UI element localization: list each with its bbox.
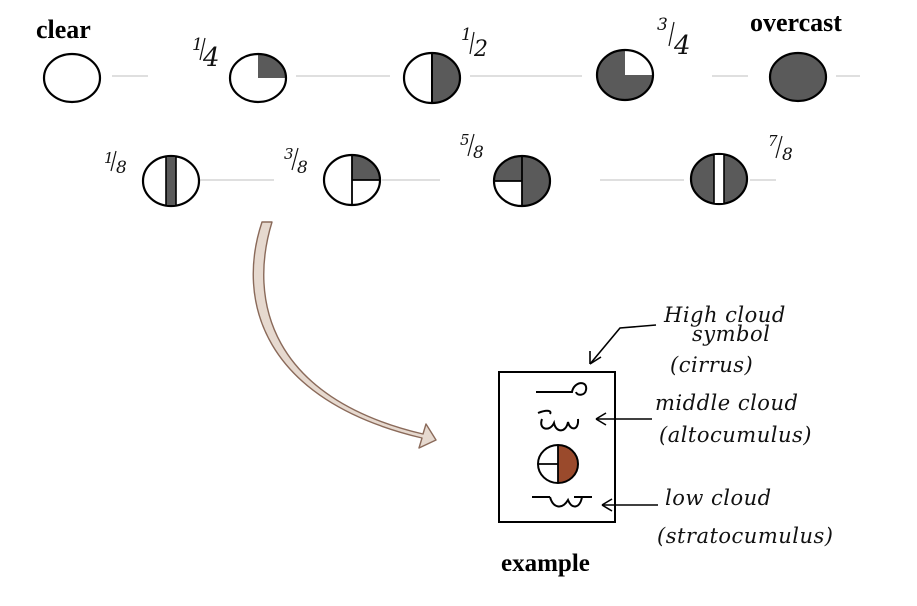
cover-fill [522,156,550,206]
annotation-text: High cloud [663,303,786,327]
annotation-text: low cloud [665,486,772,510]
curved-arrow [252,221,437,449]
fraction-numerator: 3 [284,145,294,163]
annotation-middle-cloud: middle cloud (altocumulus) [655,391,812,447]
middle-cloud-symbol-icon [537,409,580,432]
annotation-text: (altocumulus) [659,423,812,447]
cover-symbol-three-eighths [322,153,382,207]
fraction-denominator: 8 [116,158,127,178]
label-example: example [501,550,590,577]
high-cloud-symbol-icon [536,382,588,396]
fraction-numerator: 1 [192,35,203,55]
label-clear: clear [36,15,91,44]
fraction-one-half: 1 2 [461,25,488,62]
annotation-low-cloud: low cloud (stratocumulus) [657,486,833,548]
fraction-numerator: 5 [460,131,470,149]
fraction-five-eighths: 5 8 [460,131,484,163]
fraction-denominator: 8 [297,158,308,178]
fraction-numerator: 7 [768,132,778,150]
fraction-denominator: 8 [473,143,484,163]
cover-symbol-three-quarters [595,48,655,102]
annotation-arrows [589,324,658,512]
cover-fill [558,445,578,483]
low-cloud-symbol-icon [532,496,592,508]
cover-fill [597,50,653,100]
fraction-denominator: 8 [782,145,793,165]
cover-fill [432,53,460,103]
fraction-one-quarter: 1 4 [192,35,220,73]
fraction-denominator: 4 [202,43,220,73]
cover-fill [494,156,522,181]
annotation-text: (cirrus) [670,353,753,377]
fraction-numerator: 1 [104,149,114,167]
fraction-numerator: 1 [461,25,472,45]
cover-symbol-five-eighths [492,154,552,208]
fraction-three-eighths: 3 8 [284,145,308,178]
station-circle-icon [537,444,579,484]
annotation-text: middle cloud [655,391,798,415]
arrow-high-cloud [589,324,657,365]
fraction-three-quarters: 3 4 [657,15,691,61]
cover-symbol-seven-eighths [689,152,749,206]
cover-symbol-one-eighth [141,154,201,208]
annotation-text: (stratocumulus) [657,524,833,548]
fraction-numerator: 3 [657,15,668,35]
cover-fill [166,157,176,205]
annotation-text: symbol [692,322,770,346]
label-overcast: overcast [750,8,842,37]
cover-symbol-one-quarter [228,52,288,104]
cover-fill [258,54,286,78]
cover-fill [538,445,558,464]
fraction-one-eighth: 1 8 [104,149,127,178]
fraction-denominator: 4 [673,31,691,61]
cover-symbol-one-half [402,51,462,105]
fraction-denominator: 2 [473,37,488,62]
annotation-high-cloud: High cloud symbol (cirrus) [663,303,786,377]
cover-symbol-clear [42,52,102,104]
cover-symbol-overcast [768,51,828,103]
cover-fill [352,155,380,180]
example-box [498,371,616,523]
fraction-seven-eighths: 7 8 [768,132,793,165]
